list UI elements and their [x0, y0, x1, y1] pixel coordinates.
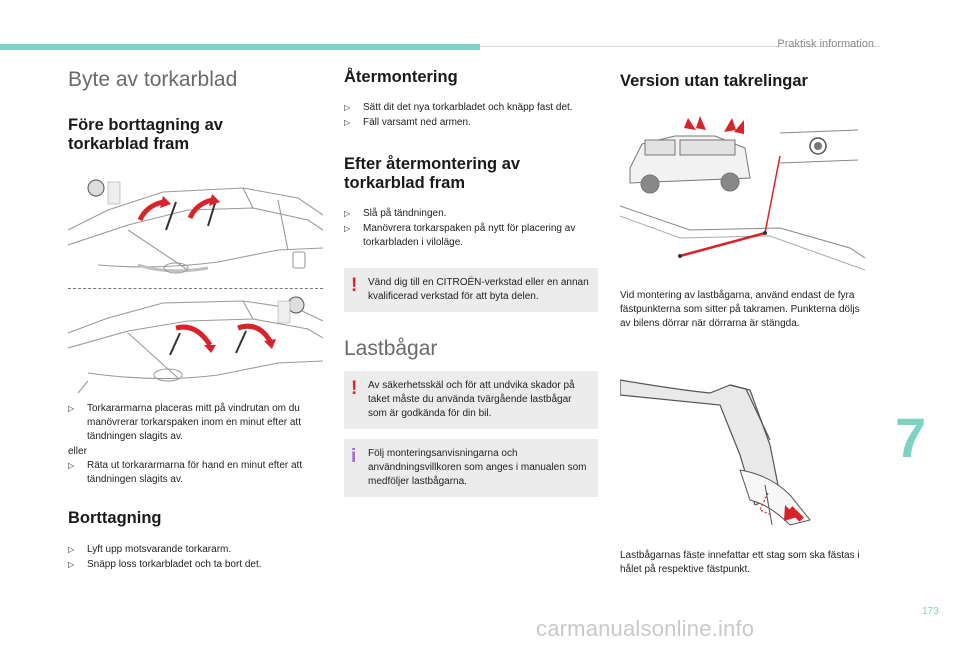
title-after-refitting: Efter återmontering av torkarblad fram — [344, 155, 521, 192]
column-without-roof-rails: Version utan takrelingar — [620, 60, 870, 91]
list-item: ▷ Snäpp loss torkarbladet och ta bort de… — [68, 559, 262, 570]
title-refitting: Återmontering — [344, 68, 458, 86]
list-item: ▷ Manövrera torkarspaken på nytt för pla… — [344, 223, 576, 248]
list-item: ▷ Torkararmarna placeras mitt på vindrut… — [68, 403, 301, 442]
arrow-bullet-icon: ▷ — [344, 103, 351, 112]
fixing-points-text: Vid montering av lastbågarna, använd end… — [620, 290, 860, 329]
subtitle-removal: Borttagning — [68, 509, 162, 527]
warning-note-workshop: ! Vänd dig till en CITROËN-verkstad elle… — [344, 268, 598, 312]
info-i-icon: i — [351, 446, 357, 467]
exclamation-icon: ! — [351, 275, 358, 296]
list-item: ▷ Lyft upp motsvarande torkararm. — [68, 544, 232, 555]
arrow-bullet-icon: ▷ — [68, 560, 75, 569]
watermark: carmanualsonline.info — [536, 616, 755, 641]
arrow-bullet-icon: ▷ — [344, 209, 351, 218]
section-label: Praktisk information — [777, 38, 874, 50]
figure-divider — [68, 288, 323, 289]
chapter-number: 7 — [895, 406, 927, 469]
page-number: 173 — [922, 606, 939, 617]
column-1-text-lower: ▷ Torkararmarna placeras mitt på vindrut… — [68, 402, 323, 573]
arrow-bullet-icon: ▷ — [68, 461, 75, 470]
arrow-bullet-icon: ▷ — [68, 545, 75, 554]
title-roof-bars: Lastbågar — [344, 337, 438, 360]
roof-fixing-points-figure — [620, 108, 865, 276]
column-3-para-2: Lastbågarnas fäste innefattar ett stag s… — [620, 549, 870, 577]
column-refitting: Återmontering ▷ Sätt dit det nya torkarb… — [344, 60, 598, 497]
list-item: ▷ Räta ut torkararmarna för hand en minu… — [68, 460, 303, 485]
clamp-attachment-text: Lastbågarnas fäste innefattar ett stag s… — [620, 550, 860, 575]
list-item: ▷ Sätt dit det nya torkarbladet och knäp… — [344, 102, 573, 113]
title-version-without-rails: Version utan takrelingar — [620, 72, 808, 90]
list-item: ▷ Fäll varsamt ned armen. — [344, 117, 471, 128]
title-wiper-replacement: Byte av torkarblad — [68, 68, 238, 91]
exclamation-icon: ! — [351, 378, 358, 399]
info-note-roof-bars: i Följ monteringsanvisningarna och använ… — [344, 439, 598, 497]
column-3-para-1: Vid montering av lastbågarna, använd end… — [620, 289, 870, 331]
column-wiper-replacement: Byte av torkarblad Före borttagning av t… — [68, 60, 323, 154]
header-accent-bar — [0, 44, 480, 50]
subtitle-before-removal: Före borttagning av torkarblad fram — [68, 116, 223, 153]
arrow-bullet-icon: ▷ — [344, 224, 351, 233]
arrow-bullet-icon: ▷ — [344, 118, 351, 127]
arrow-bullet-icon: ▷ — [68, 404, 75, 413]
or-label: eller — [68, 446, 87, 457]
wiper-service-position-figure — [68, 170, 323, 288]
roof-bar-clamp-figure — [620, 375, 865, 540]
header-rule — [480, 46, 880, 47]
wiper-straighten-figure — [68, 293, 323, 398]
list-item: ▷ Slå på tändningen. — [344, 208, 447, 219]
warning-note-roof-bars: ! Av säkerhetsskäl och för att undvika s… — [344, 371, 598, 429]
